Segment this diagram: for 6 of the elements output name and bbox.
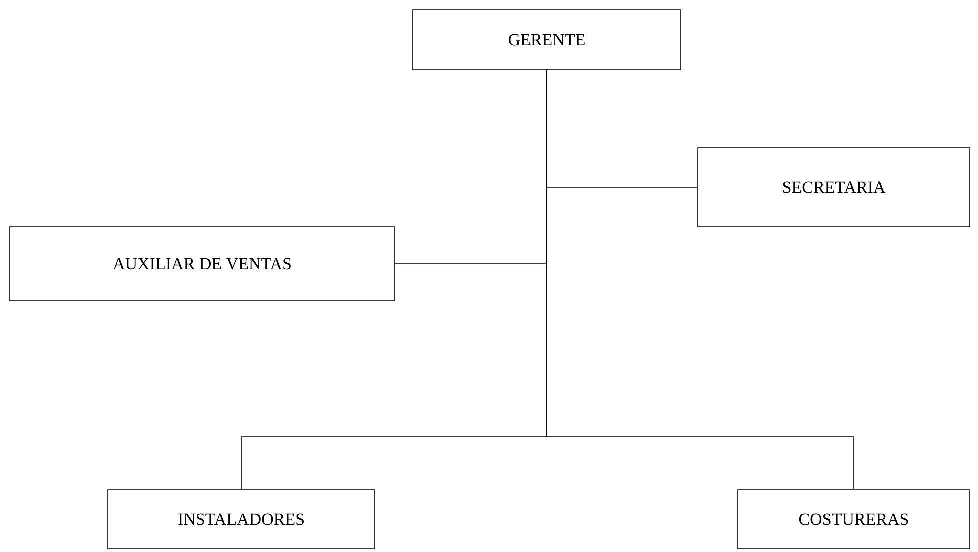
role-box: GERENTE xyxy=(412,10,682,70)
connector-line xyxy=(546,70,854,490)
role-box: INSTALADORES xyxy=(108,490,376,550)
role-box: SECRETARIA xyxy=(698,148,970,228)
role-box: COSTURERAS xyxy=(738,490,970,550)
role-box: AUXILIAR DE VENTAS xyxy=(10,226,396,302)
